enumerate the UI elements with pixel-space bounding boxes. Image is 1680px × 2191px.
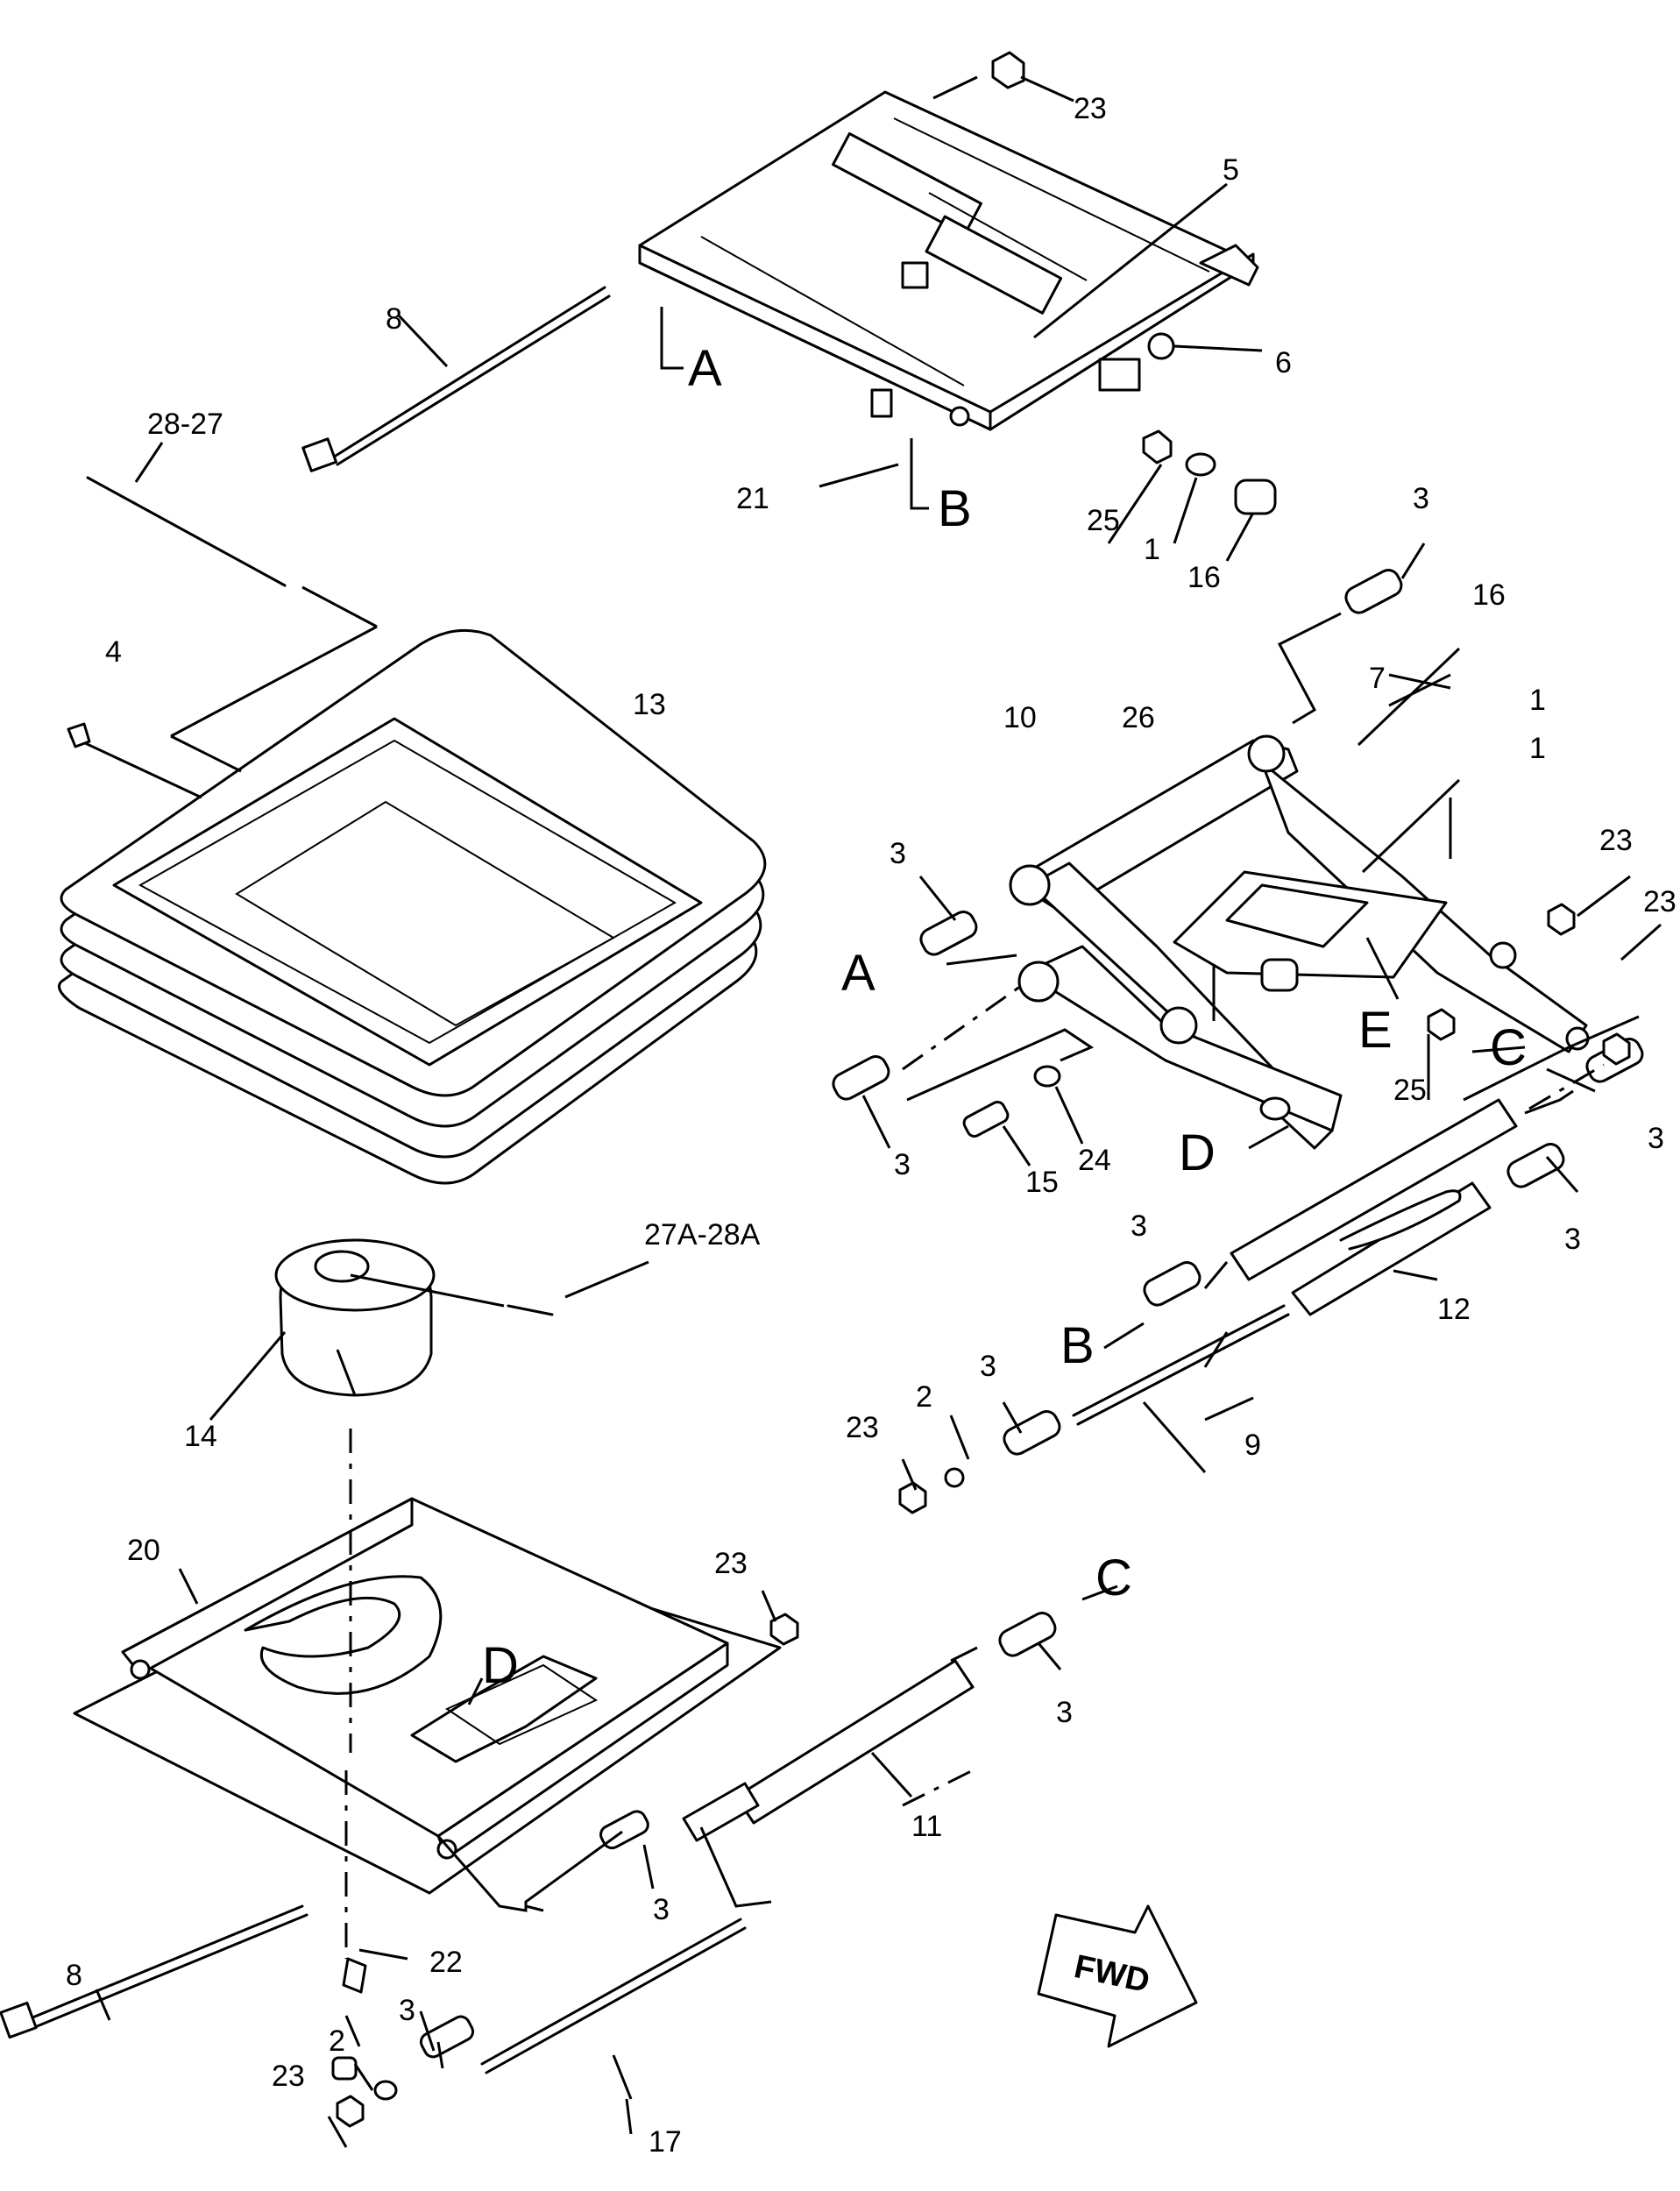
callout-7: 7 [1369, 662, 1386, 695]
callout-2-mid: 2 [916, 1380, 932, 1414]
leader-lines [95, 75, 1662, 2148]
shock-11-and-rods [0, 1659, 975, 2128]
shock-12-and-rod-9 [898, 1098, 1518, 1514]
callout-12: 12 [1437, 1293, 1471, 1326]
callout-2-bot: 2 [329, 2024, 345, 2058]
hardware-top [991, 51, 1277, 515]
letter-b-top: B [938, 480, 972, 537]
letter-c-mid: C [1490, 1019, 1527, 1076]
callout-3-e: 3 [1056, 1696, 1073, 1729]
pins-mid [832, 568, 1644, 1657]
callout-23-plate: 23 [714, 1547, 748, 1580]
callout-3-c: 3 [1131, 1209, 1147, 1243]
callout-16-top: 16 [1187, 561, 1221, 594]
callout-27a-28a: 27A-28A [644, 1218, 761, 1251]
callout-16-right: 16 [1472, 578, 1506, 612]
scissor-linkage [1009, 734, 1590, 1150]
callout-23-top: 23 [1074, 92, 1107, 125]
callout-15: 15 [1025, 1166, 1059, 1199]
callout-21: 21 [736, 482, 769, 515]
callout-3-r2: 3 [1564, 1223, 1581, 1256]
part-8-rod-top [301, 286, 611, 472]
base-plate [73, 1497, 799, 1895]
letter-c-bot: C [1095, 1549, 1132, 1606]
callout-23-r1: 23 [1599, 824, 1633, 857]
callout-3-d: 3 [980, 1350, 996, 1383]
callout-3-f: 3 [653, 1893, 670, 1926]
callout-14: 14 [184, 1420, 217, 1453]
part-28-27-rod [86, 476, 287, 587]
callout-9: 9 [1244, 1429, 1261, 1462]
callout-24: 24 [1078, 1144, 1111, 1177]
callout-23-r2: 23 [1643, 885, 1676, 918]
letter-a-top: A [688, 340, 722, 397]
letter-d-mid: D [1179, 1124, 1216, 1181]
callout-3-g: 3 [399, 1994, 415, 2027]
callout-17: 17 [649, 2125, 682, 2159]
callout-25-mid: 25 [1393, 1074, 1427, 1107]
callout-20: 20 [127, 1534, 160, 1567]
forward-arrow: FWD [1037, 1904, 1198, 2048]
callout-1-top: 1 [1144, 533, 1160, 566]
callout-22: 22 [429, 1946, 463, 1979]
callout-25-top: 25 [1087, 504, 1120, 537]
callout-3-a: 3 [890, 837, 906, 870]
callout-5: 5 [1223, 153, 1239, 187]
callout-6: 6 [1275, 346, 1292, 379]
callout-26: 26 [1122, 701, 1155, 734]
callout-3-top: 3 [1413, 482, 1429, 515]
letter-a-mid: A [841, 945, 875, 1002]
reference-letters: A B A E C D B C D [482, 340, 1527, 1694]
callout-10: 10 [1003, 701, 1037, 734]
air-spring [274, 1238, 554, 1397]
callout-13: 13 [633, 688, 666, 721]
callout-3-r: 3 [1648, 1122, 1664, 1155]
callout-labels: 23 5 8 6 28-27 21 25 1 16 3 16 4 13 7 10… [66, 92, 1676, 2159]
bellows-cover [58, 628, 767, 1185]
callout-11: 11 [911, 1810, 942, 1843]
letter-e-mid: E [1358, 1002, 1393, 1059]
seat-slide-assembly [638, 90, 1259, 431]
centerlines [344, 984, 1605, 1959]
letter-b-mid: B [1060, 1317, 1095, 1374]
callout-1-r2: 1 [1529, 732, 1546, 765]
callout-8-bot: 8 [66, 1959, 82, 1992]
callout-4: 4 [105, 635, 122, 669]
callout-28-27: 28-27 [147, 408, 223, 441]
callout-23-mid: 23 [846, 1411, 879, 1444]
callout-1-r1: 1 [1529, 684, 1546, 717]
callout-8-top: 8 [386, 302, 402, 336]
letter-d-bot: D [482, 1637, 519, 1694]
callout-23-bot: 23 [272, 2060, 305, 2093]
callout-3-b: 3 [894, 1148, 911, 1181]
